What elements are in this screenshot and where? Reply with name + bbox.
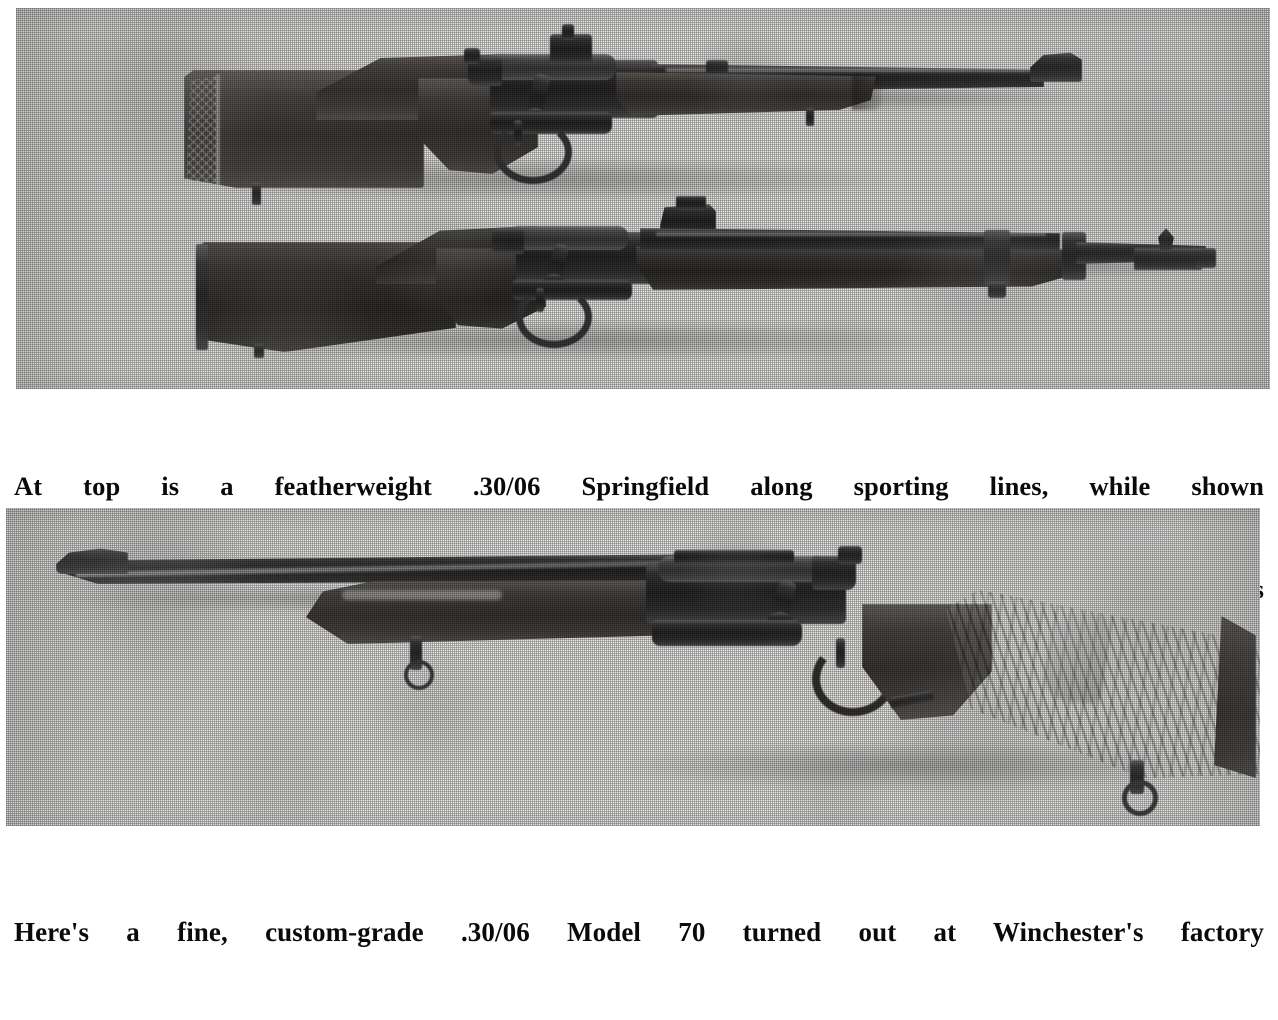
sporter-sight-aperture (562, 24, 574, 40)
military-lower-band (984, 230, 1010, 286)
model70-rear-swivel-loop (1122, 780, 1158, 816)
sporter-forend-tip (852, 74, 882, 110)
military-sling-swivel (988, 282, 1006, 298)
military-trigger-guard-bow (516, 286, 592, 348)
military-buttplate (196, 244, 208, 350)
sporter-front-sight-ramp (1030, 52, 1082, 82)
model70-stock-shadow (626, 743, 1186, 789)
sporter-barrel-band (706, 60, 728, 76)
model70-trigger (836, 638, 845, 668)
military-trigger (536, 288, 544, 312)
model70-safety-lever (838, 546, 862, 564)
sporter-buttplate-edge (216, 74, 220, 187)
two-springfield-rifles-photo (16, 8, 1270, 389)
military-front-sight-blade (1158, 228, 1174, 252)
model70-front-sight-ramp (56, 548, 128, 574)
model70-scope-base (674, 550, 794, 564)
sporter-rear-sling-swivel (252, 183, 261, 205)
sporter-front-sling-swivel (806, 108, 814, 126)
military-bayonet-lug (1134, 248, 1202, 270)
sporter-trigger (514, 120, 522, 146)
magazine-page: At top is a featherweight .30/06 Springf… (6, 8, 1270, 948)
military-bolt-shroud (492, 228, 524, 254)
model70-floorplate (652, 620, 802, 646)
winchester-model-70-photo (6, 508, 1260, 826)
sporter-trigger-guard-bow (494, 120, 572, 184)
model70-buttplate (1214, 616, 1256, 778)
sporter-forend (616, 72, 876, 116)
sporter-safety-lever (464, 48, 480, 64)
figure-bottom-caption: Here's a fine, custom-grade .30/06 Model… (0, 845, 1278, 1020)
figure-bottom-caption-line-1: Here's a fine, custom-grade .30/06 Model… (14, 917, 1264, 948)
springfield-1903-military-rifle (16, 190, 1270, 389)
military-muzzle-crown (1196, 248, 1216, 268)
model70-front-swivel-loop (404, 660, 434, 690)
sporter-barrel-highlight (666, 68, 1036, 72)
military-bolt-body (508, 226, 628, 250)
springfield-sporter-rifle (16, 8, 1270, 208)
military-handguard-highlight (656, 232, 1046, 236)
military-sight-leaf (676, 196, 706, 210)
sporter-checkered-buttplate (186, 76, 218, 186)
military-butt-swivel (254, 344, 264, 358)
figure-top-caption-line-1: At top is a featherweight .30/06 Springf… (14, 470, 1264, 501)
model70-forend-highlight (342, 590, 502, 600)
winchester-model-70-rifle (6, 508, 1260, 826)
